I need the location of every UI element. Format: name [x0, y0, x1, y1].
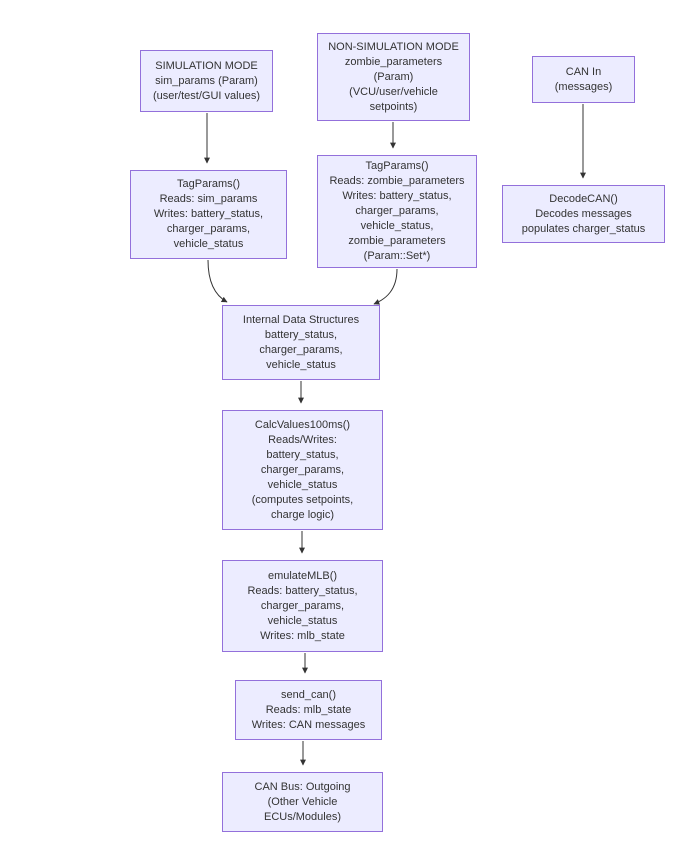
node-line: Reads: zombie_parameters	[329, 175, 465, 187]
node-line: TagParams()	[177, 178, 240, 190]
node-line: (Param::Set*)	[363, 250, 431, 262]
node-line: vehicle_status	[267, 478, 338, 491]
node-line: ECUs/Modules)	[263, 810, 342, 823]
node-line: charger_params,	[260, 463, 345, 476]
node-line: populates charger_status	[521, 222, 646, 235]
node-line: Decodes messages	[535, 207, 632, 220]
node-line: Writes: battery_status,	[153, 208, 264, 220]
node-line: setpoints)	[369, 100, 418, 113]
node-line: (computes setpoints,	[251, 493, 354, 506]
node-line: CAN In	[565, 65, 602, 78]
node-line: charger_params,	[259, 343, 343, 356]
node-line: charger_params,	[260, 599, 345, 612]
node-line: zombie_parameters	[348, 235, 446, 247]
node-line: TagParams()	[365, 160, 429, 172]
node-line: (Other Vehicle	[267, 795, 338, 808]
node-emulate-mlb: emulateMLB() Reads: battery_status, char…	[222, 560, 383, 652]
node-line: (Param)	[373, 70, 414, 83]
node-line: vehicle_status	[267, 614, 338, 627]
node-line: sim_params (Param)	[155, 74, 258, 87]
node-line: CalcValues100ms()	[254, 418, 351, 431]
node-decode-can: DecodeCAN() Decodes messages populates c…	[502, 185, 665, 243]
node-line: SIMULATION MODE	[155, 59, 258, 72]
node-send-can: send_can() Reads: mlb_state Writes: CAN …	[235, 680, 382, 740]
node-line: vehicle_status	[266, 358, 336, 371]
node-line: Reads: battery_status,	[247, 584, 358, 597]
node-line: charger_params,	[166, 223, 251, 235]
node-line: CAN Bus: Outgoing	[254, 780, 351, 793]
node-line: (user/test/GUI values)	[153, 89, 260, 102]
edge-tagparams-sim-to-internal-data	[207, 259, 228, 303]
node-internal-data-structures: Internal Data Structures battery_status,…	[222, 305, 380, 380]
node-line: battery_status,	[264, 328, 338, 341]
node-tagparams-sim: TagParams() Reads: sim_params Writes: ba…	[130, 170, 287, 259]
node-line: (VCU/user/vehicle	[349, 85, 438, 98]
node-line: charge logic)	[271, 508, 334, 521]
node-line: vehicle_status,	[360, 220, 434, 232]
node-line: battery_status,	[266, 448, 339, 461]
node-can-bus-outgoing: CAN Bus: Outgoing (Other Vehicle ECUs/Mo…	[222, 772, 383, 832]
node-tagparams-zombie: TagParams() Reads: zombie_parameters Wri…	[317, 155, 477, 268]
node-line: DecodeCAN()	[549, 192, 618, 205]
node-line: NON-SIMULATION MODE	[328, 40, 459, 53]
node-line: Reads: sim_params	[159, 193, 258, 205]
node-line: Reads/Writes:	[268, 433, 337, 446]
node-can-in: CAN In (messages)	[532, 56, 635, 103]
node-line: Writes: CAN messages	[251, 718, 366, 731]
node-non-simulation-mode: NON-SIMULATION MODE zombie_parameters (P…	[317, 33, 470, 121]
node-line: emulateMLB()	[267, 569, 338, 582]
node-simulation-mode: SIMULATION MODE sim_params (Param) (user…	[140, 50, 273, 112]
node-line: charger_params,	[355, 205, 439, 217]
edge-tagparams-zombie-to-internal-data	[373, 268, 398, 305]
node-line: vehicle_status	[173, 238, 244, 250]
node-line: (messages)	[554, 80, 613, 93]
node-line: Internal Data Structures	[242, 313, 360, 326]
node-calc-values-100ms: CalcValues100ms() Reads/Writes: battery_…	[222, 410, 383, 530]
node-line: Writes: mlb_state	[260, 629, 345, 642]
node-line: zombie_parameters	[344, 55, 443, 68]
node-line: Reads: mlb_state	[265, 703, 352, 716]
node-line: Writes: battery_status,	[342, 190, 452, 202]
node-line: send_can()	[280, 688, 337, 701]
